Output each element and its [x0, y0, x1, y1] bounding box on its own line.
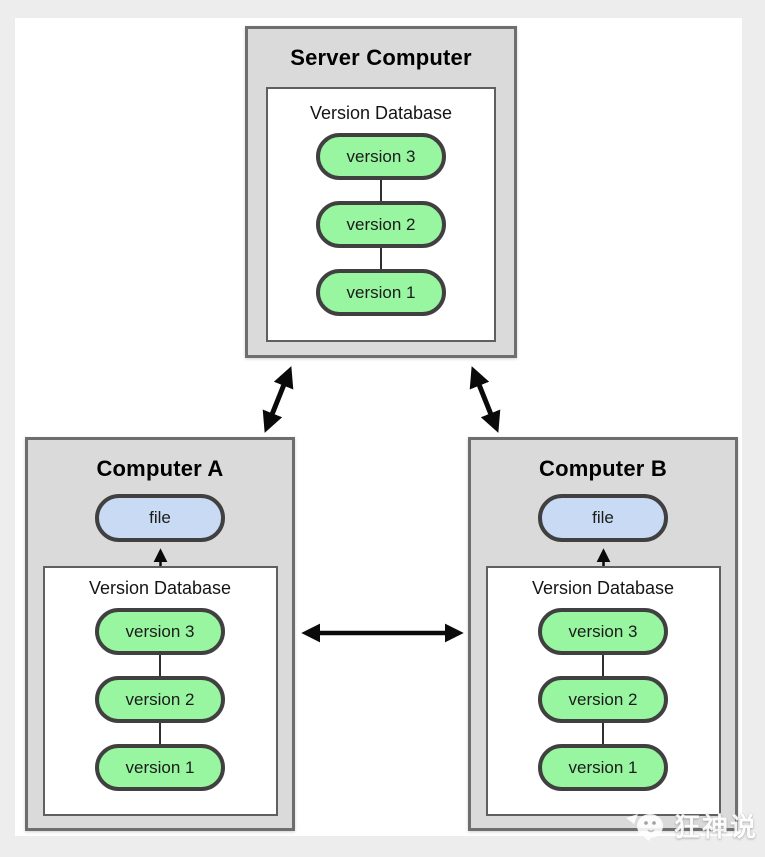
computer-a-title: Computer A: [96, 456, 224, 481]
server-version-database-label: Version Database: [309, 103, 453, 123]
computer-b-file-pill: file: [538, 494, 668, 542]
computer-b-version-database-box: Version Database version 3 version 2 ver…: [485, 566, 721, 816]
computer-a-version-database-label: Version Database: [88, 578, 232, 598]
computer-a-version-database-box: Version Database version 3 version 2 ver…: [42, 566, 278, 816]
version-link-line: [159, 655, 161, 676]
server-version-2-pill: version 2: [316, 201, 446, 248]
version-link-line: [380, 180, 382, 201]
version-link-line: [380, 248, 382, 269]
server-version-3-pill: version 3: [316, 133, 446, 180]
watermark-text: 狂神说: [673, 812, 758, 842]
computer-b-title: Computer B: [539, 456, 667, 481]
version-link-line: [159, 723, 161, 744]
version-link-line: [602, 655, 604, 676]
watermark: 狂神说: [624, 807, 758, 844]
server-version-database-box: Version Database version 3 version 2 ver…: [266, 87, 496, 342]
computer-b-box: Computer B file Version Database version…: [468, 437, 738, 831]
chick-logo-icon: [625, 813, 663, 841]
computer-a-box: Computer A file Version Database version…: [25, 437, 295, 831]
computer-b-version-2-pill: version 2: [538, 676, 668, 723]
server-version-1-pill: version 1: [316, 269, 446, 316]
computer-b-version-1-pill: version 1: [538, 744, 668, 791]
server-computer-box: Server Computer Version Database version…: [245, 26, 517, 358]
computer-a-version-2-pill: version 2: [95, 676, 225, 723]
computer-a-version-3-pill: version 3: [95, 608, 225, 655]
computer-a-file-pill: file: [95, 494, 225, 542]
server-computer-title: Server Computer: [290, 45, 472, 70]
computer-b-version-database-label: Version Database: [531, 578, 675, 598]
computer-b-version-3-pill: version 3: [538, 608, 668, 655]
version-link-line: [602, 723, 604, 744]
computer-a-version-1-pill: version 1: [95, 744, 225, 791]
